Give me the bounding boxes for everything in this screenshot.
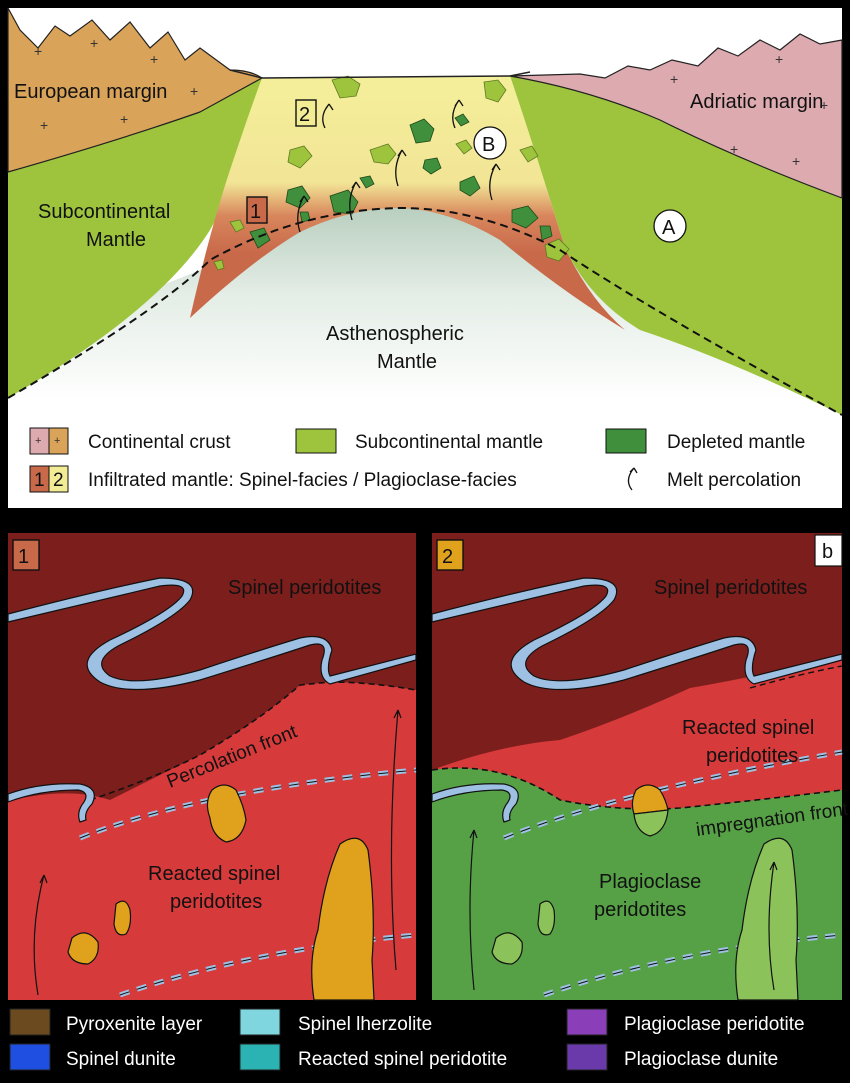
panel-1-reacted-label-2: peridotites (170, 891, 262, 913)
legend-pyroxenite-label: Pyroxenite layer (66, 1014, 203, 1035)
svg-text:+: + (820, 97, 828, 113)
panel-2-plagioclase-label-1: Plagioclase (599, 871, 701, 893)
marker-1-box (246, 196, 268, 224)
crust-plus-marks: + + + + + + + + + + + (34, 35, 828, 169)
legend-spinel-lherzolite-label: Spinel lherzolite (298, 1014, 432, 1035)
adriatic-margin-label: Adriatic margin (690, 91, 823, 113)
svg-text:+: + (120, 111, 128, 127)
panel-b-corner-box (814, 534, 843, 567)
legend-spinel-lherzolite-swatch (239, 1008, 281, 1036)
circle-a-label: A (662, 217, 676, 239)
legend-plagioclase-dunite-swatch (566, 1043, 608, 1071)
european-margin-label: European margin (14, 81, 167, 103)
legend-swatch-1-label: 1 (34, 470, 45, 491)
panel-b-legend: Pyroxenite layer Spinel lherzolite Plagi… (9, 1008, 805, 1071)
percolation-front-line (89, 681, 417, 801)
svg-text:+: + (670, 71, 678, 87)
panel-2-reacted-label-1: Reacted spinel (682, 717, 814, 739)
panel-2-number-box (436, 539, 464, 571)
legend-spinel-dunite-label: Spinel dunite (66, 1049, 176, 1070)
legend-spinel-dunite-swatch (9, 1043, 51, 1071)
svg-text:+: + (54, 435, 60, 447)
svg-text:+: + (40, 117, 48, 133)
asthenospheric-mantle-region (8, 208, 842, 400)
legend-subcontinental-swatch (295, 428, 337, 454)
legend-reacted-spinel-swatch (239, 1043, 281, 1071)
circle-b-label: B (482, 134, 495, 156)
marker-1-label: 1 (250, 201, 261, 223)
panel-a: + + + + + + + + + + + European margin Adriatic … (7, 7, 843, 508)
panel-2-plagioclase-label-2: peridotites (594, 899, 686, 921)
legend-plagioclase-peridotite-label: Plagioclase peridotite (624, 1014, 805, 1035)
legend-depleted-swatch (605, 428, 647, 454)
svg-text:+: + (792, 153, 800, 169)
legend-pyroxenite-swatch (9, 1008, 51, 1036)
svg-text:+: + (150, 51, 158, 67)
legend-infiltrated-mantle: Infiltrated mantle: Spinel-facies / Plag… (88, 470, 517, 491)
asthenospheric-label-2: Mantle (377, 351, 437, 373)
infiltrated-mantle-region (190, 76, 625, 330)
impregnation-front-line (431, 767, 843, 810)
subcontinental-mantle-label-2: Mantle (86, 229, 146, 251)
dunite-vein-small-left (7, 783, 95, 823)
circle-b (473, 126, 507, 160)
legend-reacted-spinel-label: Reacted spinel peridotite (298, 1049, 507, 1070)
legend-depleted-mantle: Depleted mantle (667, 432, 805, 453)
melt-percolation-arrow-icon (627, 467, 638, 491)
marker-2-label: 2 (299, 104, 310, 126)
subcontinental-mantle-right (510, 76, 842, 415)
panel-2-spinel-label: Spinel peridotites (654, 577, 807, 599)
dunite-vein-small-right (431, 783, 519, 823)
svg-text:+: + (34, 43, 42, 59)
panel-1-reacted-label-1: Reacted spinel (148, 863, 280, 885)
svg-text:+: + (775, 51, 783, 67)
subcontinental-mantle-blobs (213, 75, 570, 271)
reacted-spinel-region-left (8, 682, 416, 1000)
adriatic-margin-crust (509, 33, 843, 199)
legend-plagioclase-peridotite-swatch (566, 1008, 608, 1036)
panel-2-number: 2 (442, 546, 453, 568)
svg-text:+: + (190, 83, 198, 99)
panel-1-number-box (12, 539, 40, 571)
pyroxenite-blobs-left (67, 784, 375, 1001)
asthenospheric-label-1: Asthenospheric (326, 323, 464, 345)
melt-arrows-right (469, 829, 778, 991)
dunite-train-lower-right-outline (543, 934, 843, 996)
panel-2-reacted-label-2: peridotites (706, 745, 798, 767)
subcontinental-mantle-left (8, 78, 262, 398)
panel-1-number: 1 (18, 546, 29, 568)
reaction-boundary-line (749, 665, 843, 689)
dunite-vein-fold-left (7, 577, 417, 691)
legend-continental-crust: Continental crust (88, 432, 231, 453)
dunite-vein-fold-right (431, 577, 843, 691)
legend-swatch-2-label: 2 (53, 470, 64, 491)
legend-melt-percolation: Melt percolation (667, 470, 801, 491)
legend-subcontinental-mantle: Subcontinental mantle (355, 432, 543, 453)
circle-a (653, 209, 687, 243)
svg-text:+: + (730, 141, 738, 157)
surface-line (229, 69, 531, 79)
legend-plagioclase-dunite-label: Plagioclase dunite (624, 1049, 778, 1070)
svg-text:+: + (35, 435, 41, 447)
panel-1-spinel-label: Spinel peridotites (228, 577, 381, 599)
lithosphere-boundary-dashed (7, 206, 843, 416)
panel-a-legend: + + Continental crust Subcontinental mant… (29, 427, 805, 493)
panel-b-left: Percolation front Spinel peridotites Rea… (7, 533, 417, 1001)
pyroxenite-blobs-right (491, 784, 799, 1001)
marker-2-box (295, 99, 317, 127)
legend-crust-swatch-european (48, 427, 69, 455)
panel-b-right: impregnation front Spinel peridotites Re… (431, 533, 850, 1001)
melt-arrows-left (33, 709, 402, 996)
subcontinental-mantle-label-1: Subcontinental (38, 201, 170, 223)
panel-b-corner-label: b (822, 541, 833, 563)
legend-infiltrated-swatch-2 (48, 465, 69, 493)
melt-percolation-arrows (297, 99, 501, 233)
svg-text:+: + (90, 35, 98, 51)
